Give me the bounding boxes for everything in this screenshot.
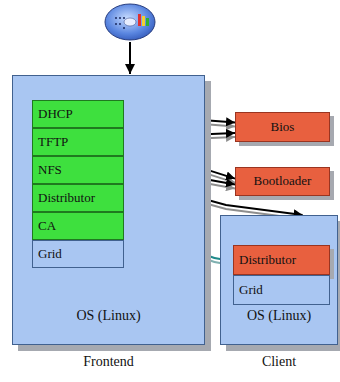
box-label: CA [38, 219, 56, 234]
box-label: TFTP [38, 135, 68, 150]
machine-label: Client [221, 354, 337, 370]
box-label: Grid [239, 283, 263, 298]
service-box: DHCP [32, 100, 124, 128]
box-label: Bios [271, 120, 295, 135]
os-label: OS (Linux) [221, 308, 337, 324]
grid-box: Grid [32, 240, 124, 268]
box-label: DHCP [38, 107, 73, 122]
box-label: Distributor [239, 253, 296, 268]
install-arrow [129, 42, 131, 74]
bootloader-box: Bootloader [235, 167, 330, 196]
box-label: Bootloader [254, 174, 312, 189]
frontend-box: FrontendOS (Linux)DHCPTFTPNFSDistributor… [12, 75, 205, 345]
service-box: NFS [32, 156, 124, 184]
machine-label: Frontend [13, 354, 204, 370]
grid-box: Grid [233, 275, 330, 305]
client-box: ClientOS (Linux)DistributorGrid [220, 215, 338, 345]
box-label: Distributor [38, 191, 95, 206]
service-box: CA [32, 212, 124, 240]
service-box: TFTP [32, 128, 124, 156]
os-label: OS (Linux) [13, 308, 204, 324]
box-label: Grid [38, 247, 62, 262]
service-box: Distributor [32, 184, 124, 212]
bios-box: Bios [235, 112, 330, 142]
disc-icon [105, 4, 155, 40]
distributor-box: Distributor [233, 245, 330, 275]
box-label: NFS [38, 163, 62, 178]
